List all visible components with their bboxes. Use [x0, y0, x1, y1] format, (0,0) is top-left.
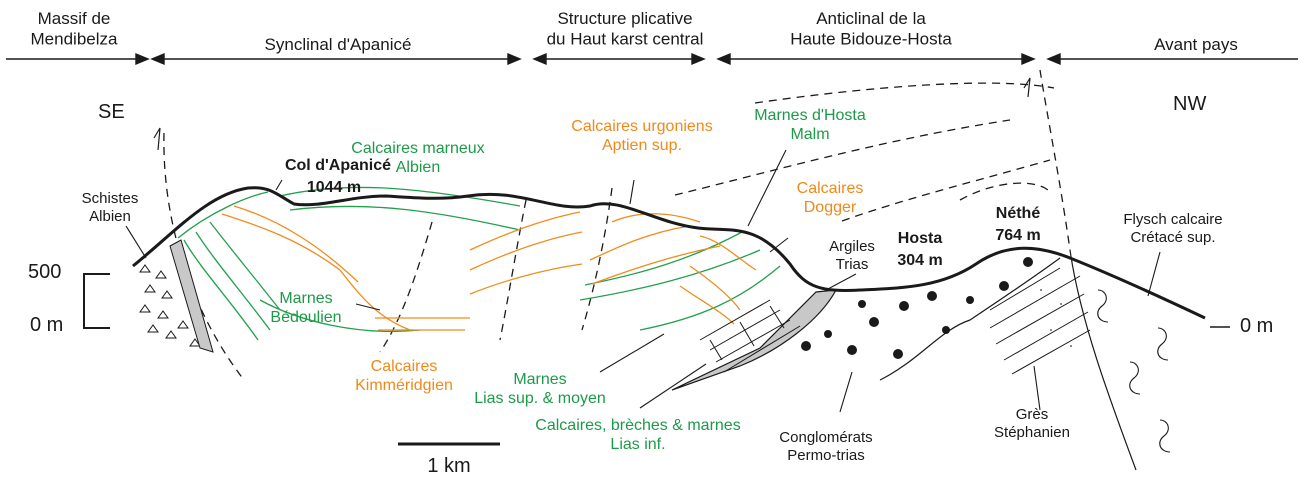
horizontal-scale-label: 1 km [427, 455, 470, 477]
scale-label-500: 500 [28, 261, 61, 283]
peak-nethe-alt: 764 m [995, 227, 1040, 244]
domain-label-avant-pays: Avant pays [1154, 35, 1238, 54]
domain-arrows [6, 54, 1298, 64]
orientation-nw: NW [1173, 93, 1206, 115]
scale-label-0m: 0 m [30, 314, 63, 336]
peak-nethe-name: Néthé [996, 205, 1041, 222]
green-marl-bands [178, 187, 780, 340]
right-datum-label: 0 m [1240, 315, 1273, 337]
orientation-se: SE [98, 101, 125, 123]
peak-hosta-alt: 304 m [897, 252, 942, 269]
label-leaders [126, 150, 1160, 412]
peak-hosta-name: Hosta [898, 230, 943, 247]
flysch-folds [1098, 290, 1170, 452]
vertical-scale-bar [84, 274, 110, 328]
peak-col-name: Col d'Apanicé [285, 157, 391, 174]
peak-col-alt: 1044 m [307, 179, 361, 196]
domain-label-synclinal: Synclinal d'Apanicé [265, 35, 412, 54]
eroded-structure-lines [675, 83, 1054, 221]
